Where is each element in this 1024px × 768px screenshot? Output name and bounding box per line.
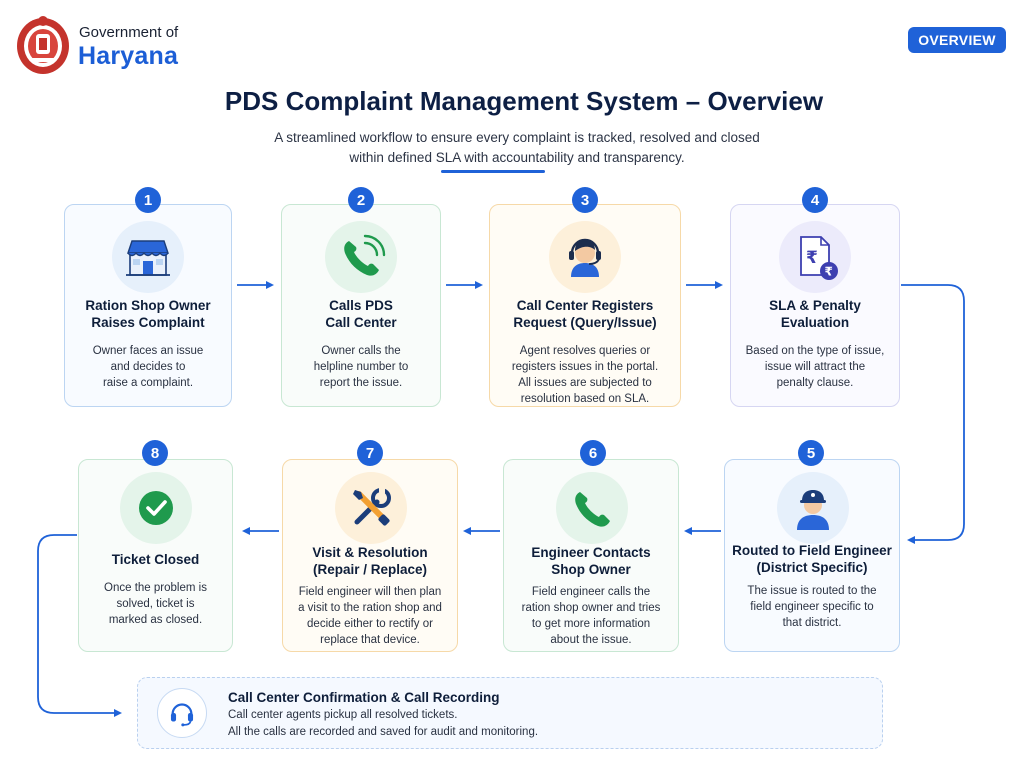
agent-headset-icon [549,221,621,293]
haryana-emblem-logo [14,12,72,76]
call-center-confirmation-box: Call Center Confirmation & Call Recordin… [137,677,883,749]
step-card-5: Routed to Field Engineer (District Speci… [724,459,900,652]
step-badge-7: 7 [357,440,383,466]
step-card-4: ₹ ₹ SLA & Penalty Evaluation Based on th… [730,204,900,407]
confirmation-title: Call Center Confirmation & Call Recordin… [228,690,500,705]
phone-icon [556,472,628,544]
step-card-7: Visit & Resolution (Repair / Replace) Fi… [282,459,458,652]
step-description: The issue is routed to the field enginee… [747,585,877,629]
step-badge-6: 6 [580,440,606,466]
step-badge-1: 1 [135,187,161,213]
title-underline [441,170,545,173]
step-title: Visit & Resolution (Repair / Replace) [312,545,428,577]
step-description: Field engineer calls the ration shop own… [521,586,661,646]
check-circle-icon [120,472,192,544]
tools-icon [335,472,407,544]
step-title: Routed to Field Engineer (District Speci… [732,543,892,575]
step-badge-2: 2 [348,187,374,213]
step-title: Ticket Closed [111,552,200,567]
step-description: Owner calls the helpline number to repor… [313,345,409,389]
step-description: Field engineer will then plan a visit to… [298,586,442,646]
step-badge-4: 4 [802,187,828,213]
confirmation-line-1: Call center agents pickup all resolved t… [228,709,458,721]
subtitle-line-1: A streamlined workflow to ensure every c… [274,130,760,145]
step-description: Owner faces an issue and decides to rais… [92,345,204,389]
step-badge-8: 8 [142,440,168,466]
haryana-label: Haryana [78,42,179,70]
svg-text:₹: ₹ [806,248,818,268]
confirmation-line-2: All the calls are recorded and saved for… [228,726,539,738]
overview-button[interactable]: OVERVIEW [908,27,1006,53]
step-badge-3: 3 [572,187,598,213]
step-description: Once the problem is solved, ticket is ma… [104,582,207,626]
page-subtitle: A streamlined workflow to ensure every c… [0,128,1024,168]
page-title: PDS Complaint Management System – Overvi… [224,86,824,116]
step-title: Calls PDS Call Center [325,298,397,330]
headset-icon [157,688,207,738]
step-card-6: Engineer Contacts Shop Owner Field engin… [503,459,679,652]
phone-call-icon [325,221,397,293]
arrow-4-to-5 [901,284,965,544]
step-title: SLA & Penalty Evaluation [769,298,861,330]
step-badge-5: 5 [798,440,824,466]
step-card-3: Call Center Registers Request (Query/Iss… [489,204,681,407]
shop-icon [112,221,184,293]
subtitle-line-2: within defined SLA with accountability a… [349,150,685,165]
step-description: Based on the type of issue, issue will a… [745,345,885,389]
step-title: Engineer Contacts Shop Owner [531,545,651,577]
step-card-1: Ration Shop Owner Raises Complaint Owner… [64,204,232,407]
government-of-label: Government of [79,24,179,41]
rupee-document-icon: ₹ ₹ [779,221,851,293]
step-description: Agent resolves queries or registers issu… [511,345,659,405]
step-title: Call Center Registers Request (Query/Iss… [513,298,657,330]
svg-text:₹: ₹ [825,265,833,279]
step-card-8: Ticket Closed Once the problem is solved… [78,459,233,652]
field-engineer-icon [777,472,849,544]
step-title: Ration Shop Owner Raises Complaint [85,298,211,330]
step-card-2: Calls PDS Call Center Owner calls the he… [281,204,441,407]
